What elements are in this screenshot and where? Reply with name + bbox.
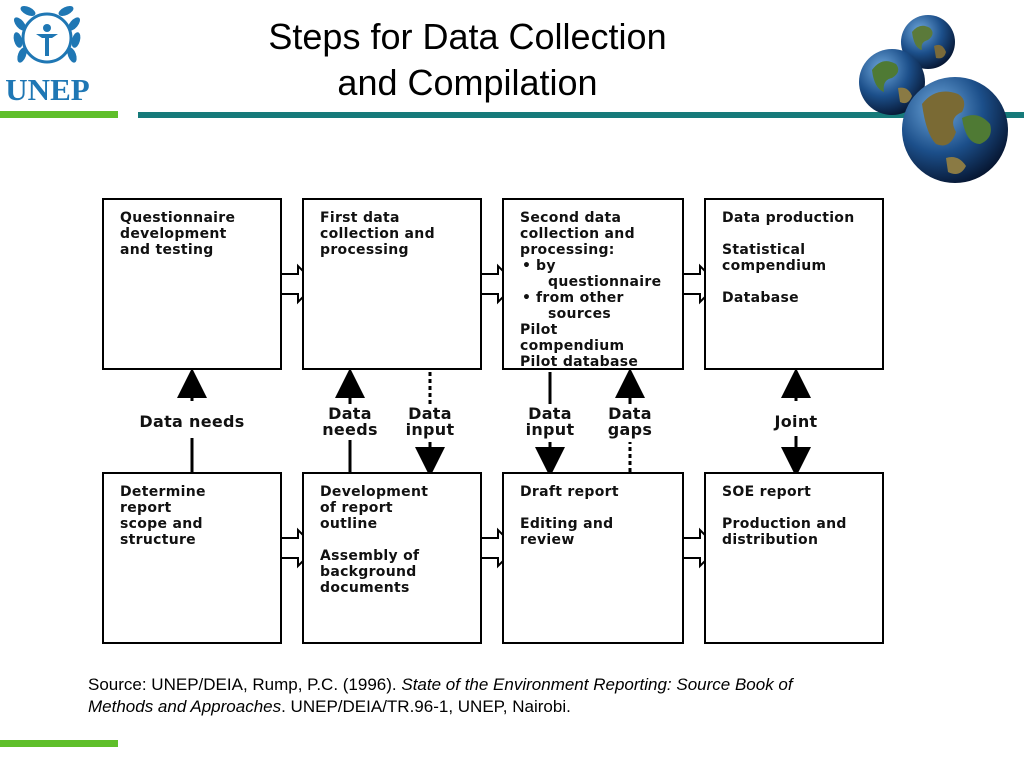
- box-text: Questionnaire: [120, 210, 236, 226]
- box-text: distribution: [722, 532, 819, 548]
- logo-text: UNEP: [5, 72, 90, 107]
- box-text: Second data: [520, 210, 622, 226]
- unep-logo-icon: [13, 6, 81, 64]
- box-text: First data: [320, 210, 400, 226]
- box-text: outline: [320, 516, 378, 532]
- box-text: processing:: [520, 242, 615, 258]
- green-accent-bar-bottom: [0, 740, 118, 747]
- globe-large-icon: [902, 77, 1008, 183]
- box-text: processing: [320, 242, 409, 258]
- flow-diagram: Questionnaire development and testing Fi…: [100, 196, 890, 650]
- bullet-item: by questionnaire: [522, 258, 666, 290]
- box-text: Development: [320, 484, 429, 500]
- label-data-input-1: Data input: [390, 406, 470, 438]
- globes-image: [859, 15, 1008, 183]
- box-text: Pilot compendium: [520, 322, 625, 354]
- label-line: Data: [608, 404, 652, 423]
- box-text: development: [120, 226, 227, 242]
- box-determine-report-scope: Determine report scope and structure: [102, 472, 282, 644]
- box-text: and testing: [120, 242, 214, 258]
- source-title-part-2: Methods and Approaches: [88, 697, 282, 716]
- box-text: SOE report: [722, 484, 812, 500]
- slide-title-line-2: and Compilation: [337, 62, 598, 103]
- globe-small-icon: [901, 15, 955, 69]
- bullet-list: by questionnaire from other sources: [520, 258, 666, 322]
- box-text: Database: [722, 290, 799, 306]
- box-soe-report: SOE report Production and distribution: [704, 472, 884, 644]
- box-text: structure: [120, 532, 196, 548]
- slide-title: Steps for Data Collection and Compilatio…: [200, 14, 735, 106]
- box-report-outline: Development of report outline Assembly o…: [302, 472, 482, 644]
- label-data-needs-2: Data needs: [310, 406, 390, 438]
- box-text: collection and: [520, 226, 635, 242]
- box-first-data-collection: First data collection and processing: [302, 198, 482, 370]
- box-text: Editing and: [520, 516, 614, 532]
- box-second-data-collection: Second data collection and processing: b…: [502, 198, 684, 370]
- box-text: scope and: [120, 516, 203, 532]
- globe-medium-icon: [859, 49, 925, 115]
- green-accent-bar-top: [0, 111, 118, 118]
- box-text: Production and: [722, 516, 847, 532]
- teal-divider-bar: [138, 112, 1024, 118]
- label-line: gaps: [607, 420, 653, 439]
- label-data-input-2: Data input: [510, 406, 590, 438]
- box-text: compendium: [722, 258, 827, 274]
- box-text: background: [320, 564, 417, 580]
- box-data-production: Data production Statistical compendium D…: [704, 198, 884, 370]
- box-questionnaire: Questionnaire development and testing: [102, 198, 282, 370]
- box-text: questionnaire: [548, 274, 662, 290]
- box-text: from other: [536, 290, 624, 306]
- box-text: report: [120, 500, 172, 516]
- bullet-item: from other sources: [522, 290, 666, 322]
- slide-title-line-1: Steps for Data Collection: [268, 16, 667, 57]
- label-line: Data: [528, 404, 572, 423]
- box-text: collection and: [320, 226, 435, 242]
- label-line: Data: [408, 404, 452, 423]
- label-data-needs: Data needs: [139, 412, 245, 431]
- box-text: Data production: [722, 210, 855, 226]
- source-suffix: . UNEP/DEIA/TR.96-1, UNEP, Nairobi.: [281, 697, 571, 716]
- box-text: Pilot database: [520, 354, 639, 370]
- label-line: input: [405, 420, 455, 439]
- source-citation: Source: UNEP/DEIA, Rump, P.C. (1996). St…: [88, 674, 948, 718]
- box-text: review: [520, 532, 575, 548]
- box-text: Assembly of: [320, 548, 420, 564]
- label-joint: Joint: [774, 412, 818, 431]
- source-title-part-1: State of the Environment Reporting: Sour…: [401, 675, 793, 694]
- label-data-gaps: Data gaps: [590, 406, 670, 438]
- box-text: Determine: [120, 484, 206, 500]
- box-text: Draft report: [520, 484, 619, 500]
- box-text: sources: [548, 306, 612, 322]
- label-line: Data: [328, 404, 372, 423]
- box-text: by: [536, 258, 556, 274]
- box-text: of report: [320, 500, 393, 516]
- source-prefix: Source: UNEP/DEIA, Rump, P.C. (1996).: [88, 675, 402, 694]
- label-line: needs: [322, 420, 378, 439]
- label-line: input: [525, 420, 575, 439]
- box-text: documents: [320, 580, 410, 596]
- box-text: Statistical: [722, 242, 806, 258]
- box-draft-report: Draft report Editing and review: [502, 472, 684, 644]
